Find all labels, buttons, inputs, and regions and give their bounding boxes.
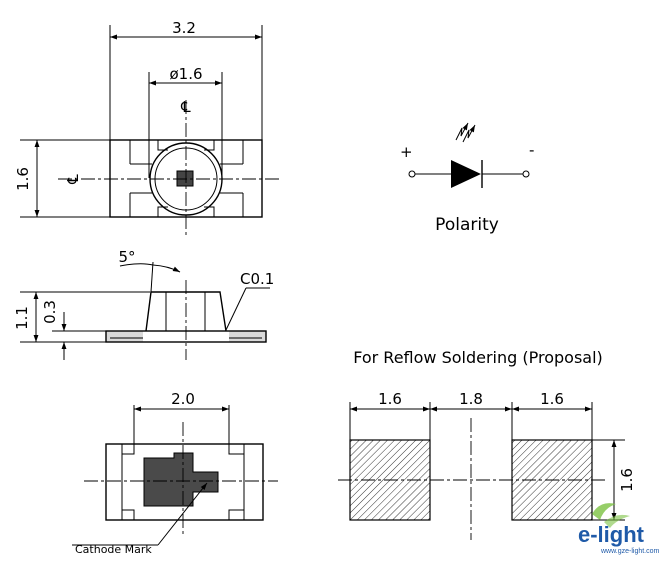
top-view: 3.2 ø1.6 1.6 ℄ ℄ <box>14 19 280 238</box>
base-height-dim: 0.3 <box>41 300 59 324</box>
angle-dim: 5° <box>118 248 135 266</box>
cathode-mark-shape <box>143 452 219 507</box>
svg-text:www.gze-light.com: www.gze-light.com <box>600 548 660 555</box>
reflow-gap-dim: 1.8 <box>459 390 483 408</box>
centerline-symbol-horizontal: ℄ <box>64 174 82 185</box>
polarity-minus: - <box>529 141 534 159</box>
side-view: 5° C0.1 1.1 0.3 <box>13 248 274 360</box>
e-light-logo: e-light www.gze-light.com <box>578 503 660 555</box>
polarity-label: Polarity <box>435 215 499 235</box>
reflow-pad-height-dim: 1.6 <box>618 468 636 492</box>
top-height-dim: 1.6 <box>14 167 32 191</box>
bottom-view: 2.0 Cathode Mark <box>72 390 278 556</box>
top-width-dim: 3.2 <box>172 19 196 37</box>
svg-text:e-light: e-light <box>578 522 645 547</box>
reflow-title: For Reflow Soldering (Proposal) <box>353 348 603 367</box>
lens-diameter-dim: ø1.6 <box>169 65 202 83</box>
reflow-left-pad-dim: 1.6 <box>378 390 402 408</box>
reflow-pattern: For Reflow Soldering (Proposal) 1.6 1.8 … <box>338 348 636 540</box>
centerline-symbol-vertical: ℄ <box>180 98 191 116</box>
reflow-right-pad-dim: 1.6 <box>540 390 564 408</box>
side-height-dim: 1.1 <box>13 306 31 330</box>
chamfer-dim: C0.1 <box>240 270 274 288</box>
bottom-width-dim: 2.0 <box>171 390 195 408</box>
cathode-mark-label: Cathode Mark <box>75 543 152 556</box>
polarity-plus: + <box>400 143 413 161</box>
polarity-symbol: + - Polarity <box>400 122 534 235</box>
